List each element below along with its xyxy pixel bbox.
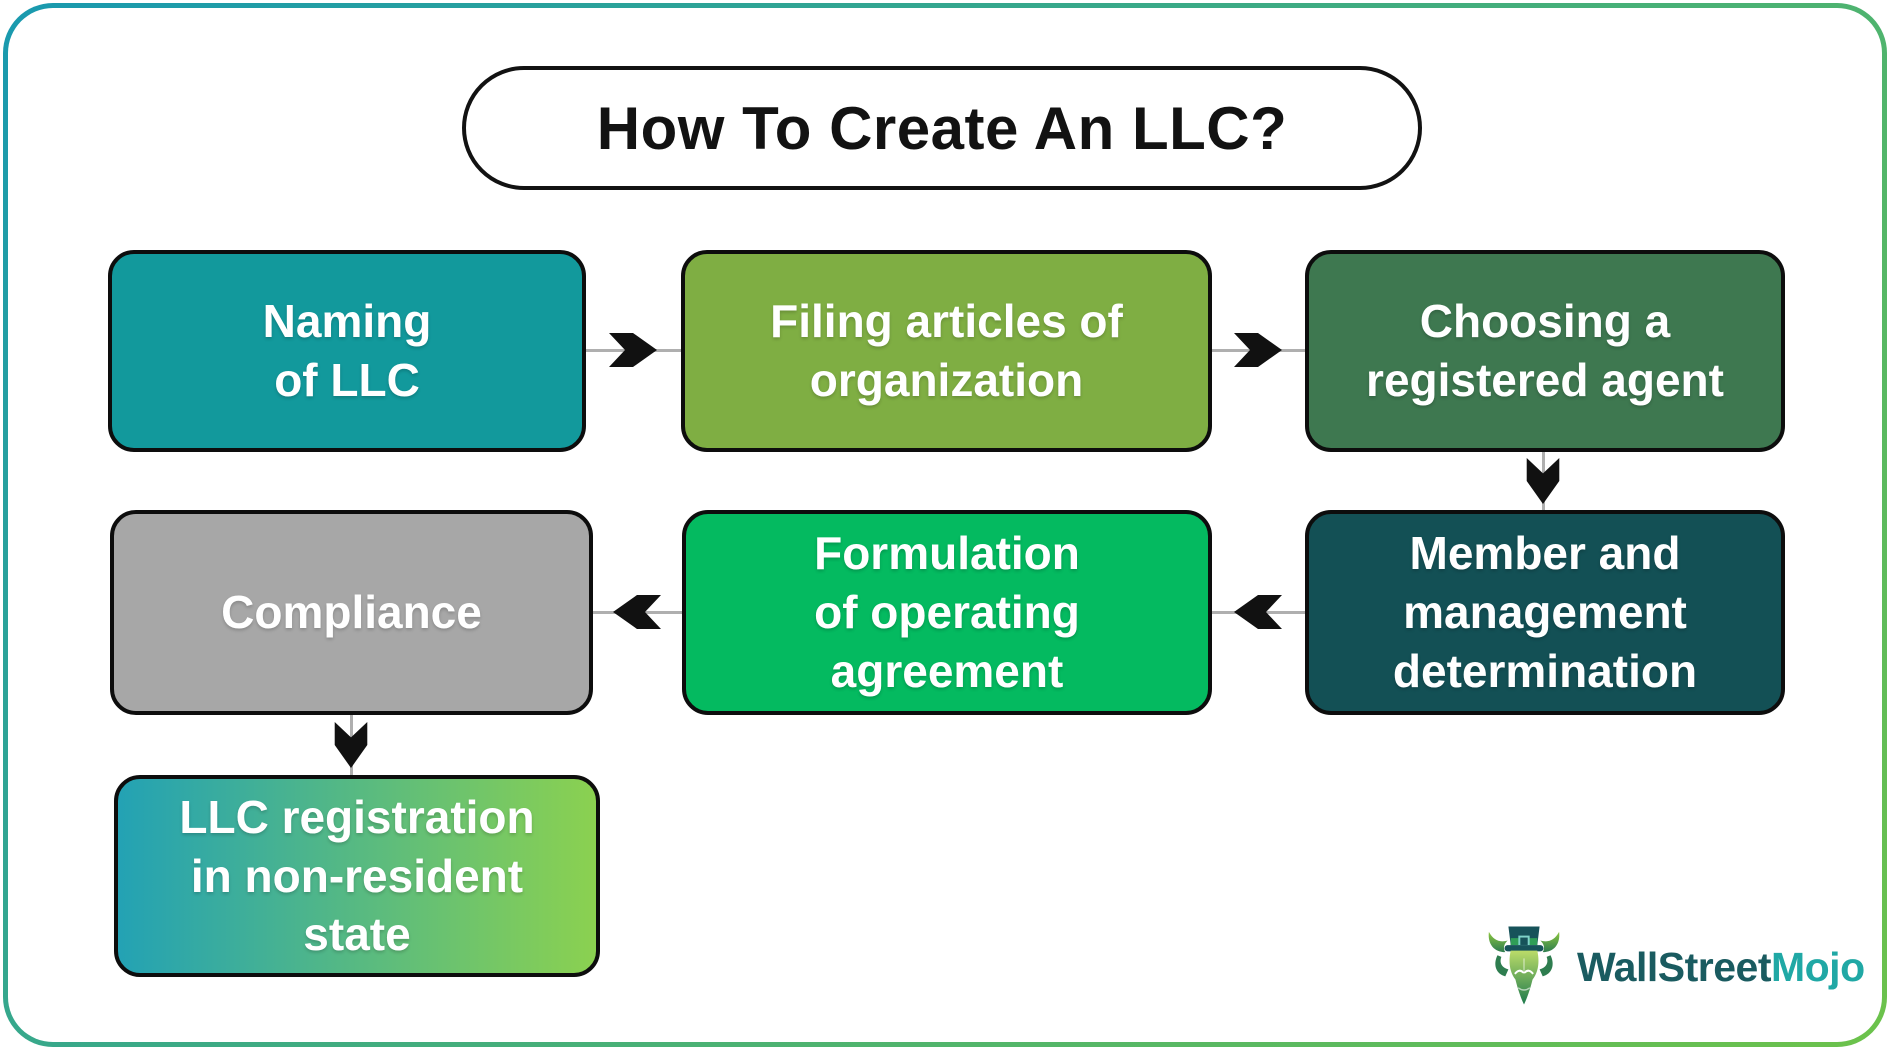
arrow-right-icon (1234, 333, 1282, 367)
flow-box-operating-agreement: Formulation of operating agreement (682, 510, 1212, 715)
flow-box-label: Filing articles of organization (770, 295, 1123, 406)
arrow-left-icon (1234, 595, 1282, 629)
arrow-left-icon (613, 595, 661, 629)
arrow-down-icon (333, 722, 369, 768)
flow-box-label: Naming of LLC (262, 295, 432, 406)
flow-box-label: LLC registration in non-resident state (179, 790, 535, 961)
flow-box-label: Formulation of operating agreement (814, 527, 1080, 697)
title-pill: How To Create An LLC? (462, 66, 1422, 190)
flow-box-compliance: Compliance (110, 510, 593, 715)
page-title: How To Create An LLC? (596, 94, 1288, 162)
flow-box-registered-agent: Choosing a registered agent (1305, 250, 1785, 452)
arrow-down-icon (1525, 458, 1561, 504)
flow-box-member-management: Member and management determination (1305, 510, 1785, 715)
flow-box-label: Compliance (221, 586, 482, 639)
bull-mascot-icon (1488, 926, 1560, 1005)
flow-box-naming: Naming of LLC (108, 250, 586, 452)
logo-wordmark: WallStreetMojo (1577, 944, 1865, 991)
logo-text-secondary: Mojo (1770, 943, 1865, 990)
flow-box-label: Choosing a registered agent (1366, 295, 1724, 406)
arrow-right-icon (609, 333, 657, 367)
flow-box-filing-articles: Filing articles of organization (681, 250, 1212, 452)
wallstreetmojo-logo: WallStreetMojo (1485, 924, 1865, 1010)
flow-box-llc-registration: LLC registration in non-resident state (114, 775, 600, 977)
logo-text-primary: WallStreet (1577, 943, 1771, 990)
flow-box-label: Member and management determination (1392, 527, 1698, 697)
